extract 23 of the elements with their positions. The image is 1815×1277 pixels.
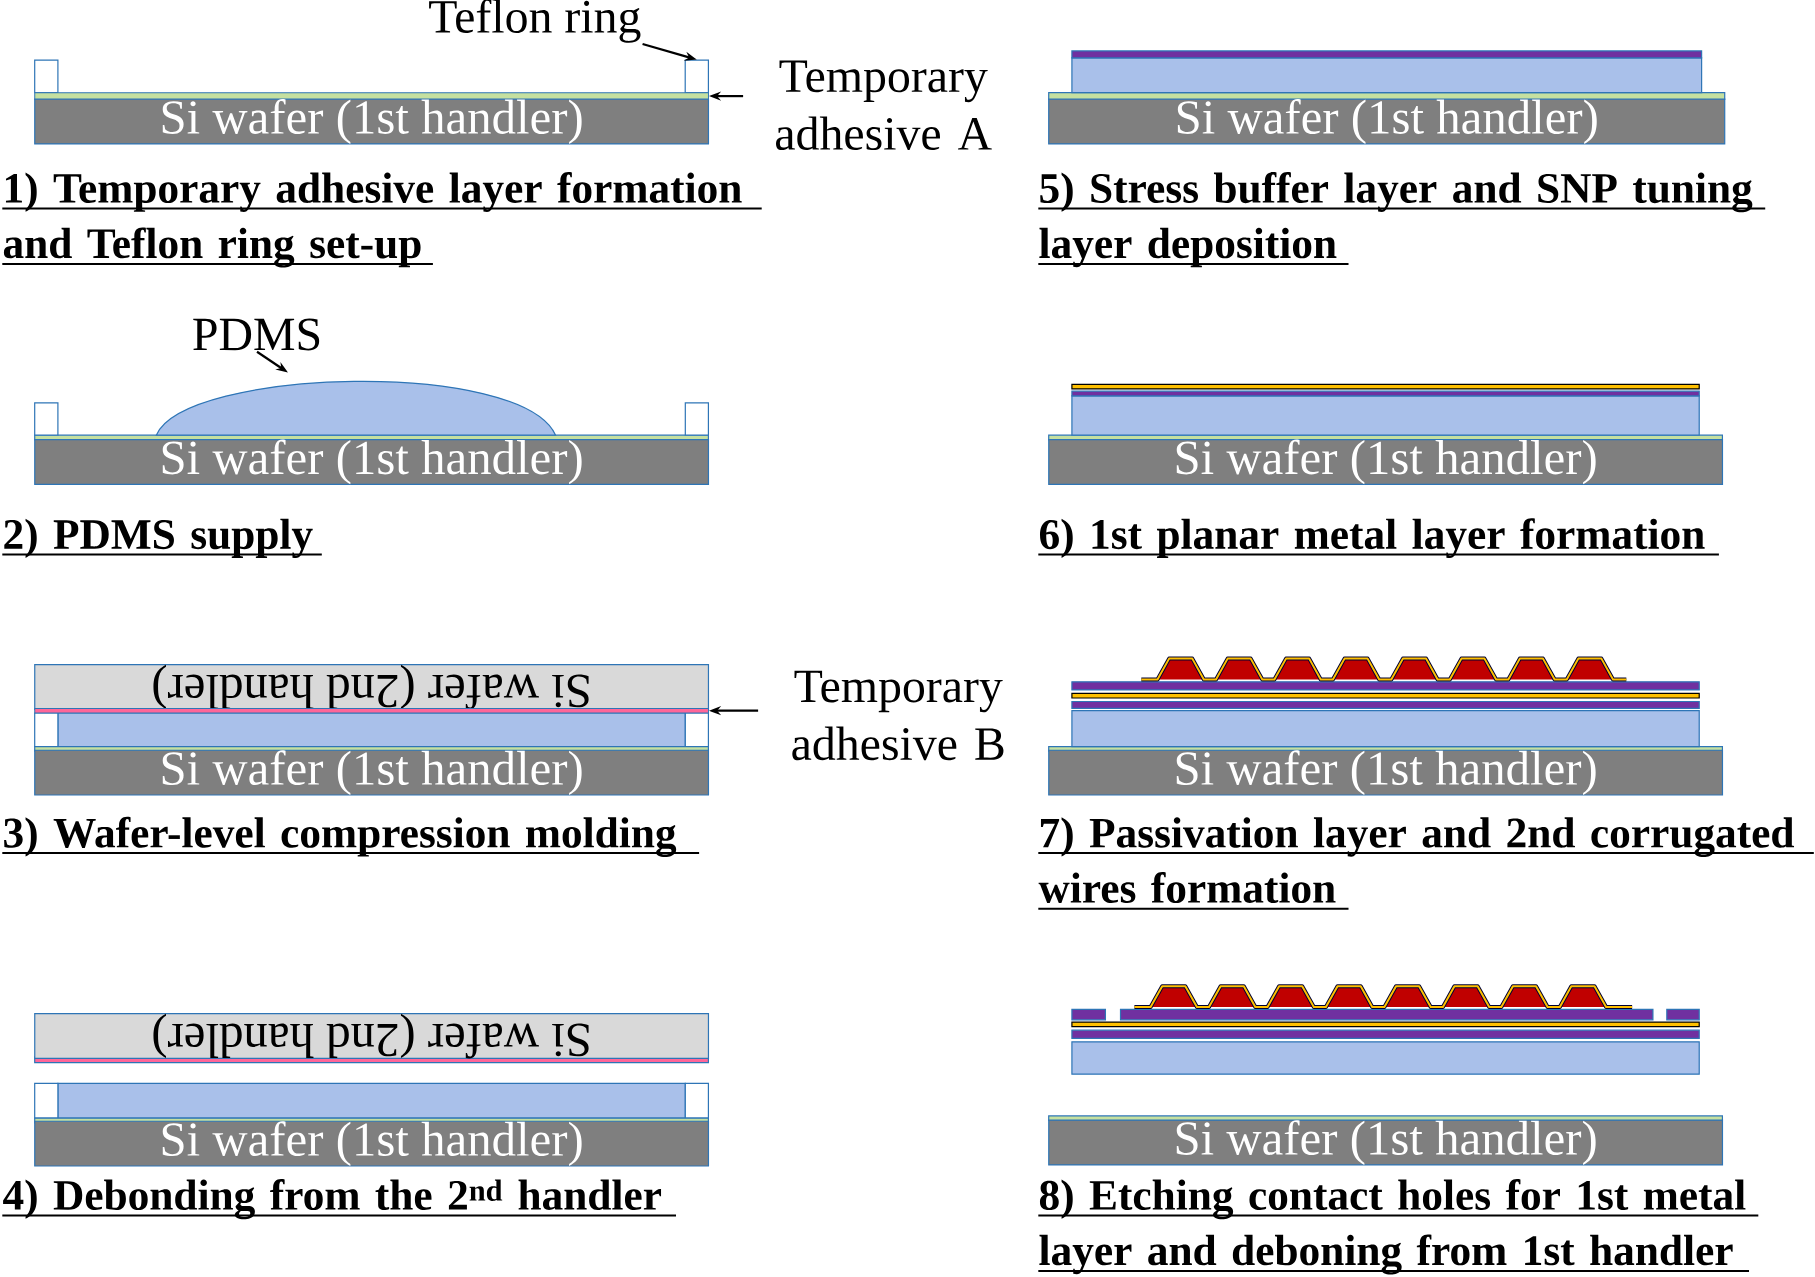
wafer-box: Si wafer (2nd handler) xyxy=(34,1013,710,1059)
wafer-box: Si wafer (1st handler) xyxy=(1048,438,1724,485)
step-caption: 3) Wafer-level compression molding xyxy=(4,816,677,857)
wafer-box: Si wafer (1st handler) xyxy=(34,438,710,485)
wafer-box: Si wafer (1st handler) xyxy=(1048,1119,1724,1166)
adhesive-layer xyxy=(34,707,709,714)
step-caption: 4) Debonding from the 2$^{nd}$ handler xyxy=(3,1179,662,1220)
step-caption: 2) PDMS supply xyxy=(4,518,313,559)
step-caption: 5) Stress buffer layer and SNP tuning layer deposition xyxy=(1039,172,1753,268)
mold-dome xyxy=(155,380,557,436)
step-caption: 1) Temporary adhesive layer formation and Teflon ring set-up xyxy=(3,172,742,268)
callout-label: PDMS xyxy=(193,318,320,351)
wafer-box: Si wafer (1st handler) xyxy=(34,1120,710,1167)
teflon-ring xyxy=(684,59,709,94)
step-caption: 8) Etching contact holes for 1st metal layer and deboning from 1st handler xyxy=(1039,1179,1746,1275)
step-caption: 7) Passivation layer and 2nd corrugated wires formation xyxy=(1038,817,1795,904)
wafer-box: Si wafer (1st handler) xyxy=(1048,749,1724,796)
wafer-box: Si wafer (1st handler) xyxy=(34,98,710,145)
wafer-box: Si wafer (1st handler) xyxy=(34,749,710,796)
callout-label: Temporary adhesive B xyxy=(792,670,1004,761)
wafer-box: Si wafer (1st handler) xyxy=(1048,98,1726,145)
callout-label: Temporary adhesive A xyxy=(776,60,992,151)
wafer-box: Si wafer (2nd handler) xyxy=(34,664,710,710)
